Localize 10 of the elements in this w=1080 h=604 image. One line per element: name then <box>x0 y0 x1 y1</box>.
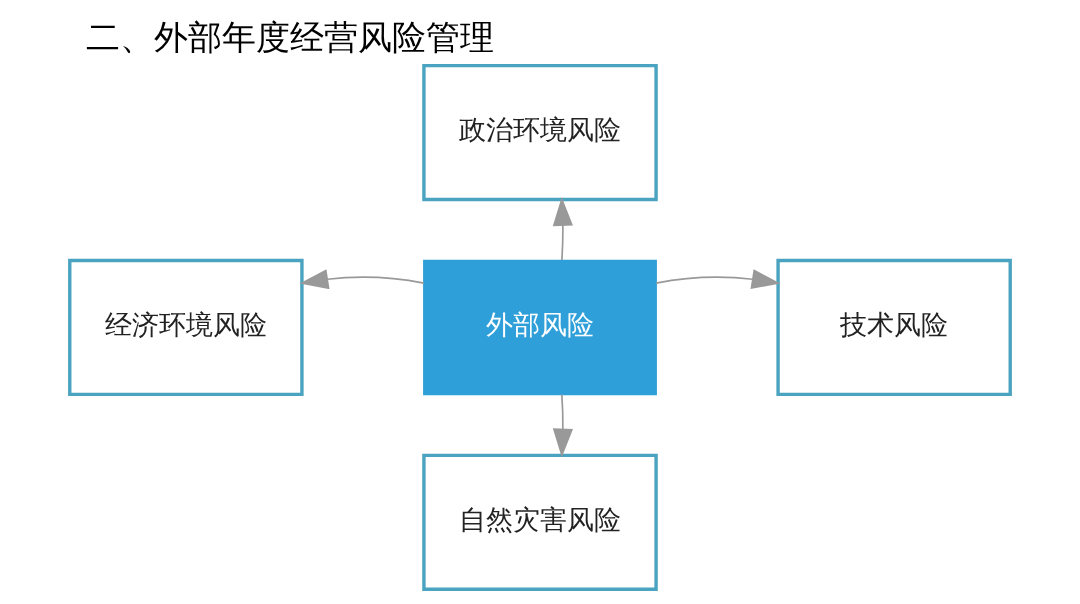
arrow <box>552 197 573 261</box>
arrow <box>552 393 573 458</box>
arrow <box>299 269 425 290</box>
node-box: 经济环境风险 <box>68 258 304 397</box>
diagram-title: 二、外部年度经营风险管理 <box>86 17 495 57</box>
arrow <box>655 269 781 290</box>
node-box: 技术风险 <box>776 258 1012 397</box>
node-box: 自然灾害风险 <box>422 453 658 591</box>
node-box: 外部风险 <box>423 259 657 396</box>
node-box: 政治环境风险 <box>422 63 658 202</box>
